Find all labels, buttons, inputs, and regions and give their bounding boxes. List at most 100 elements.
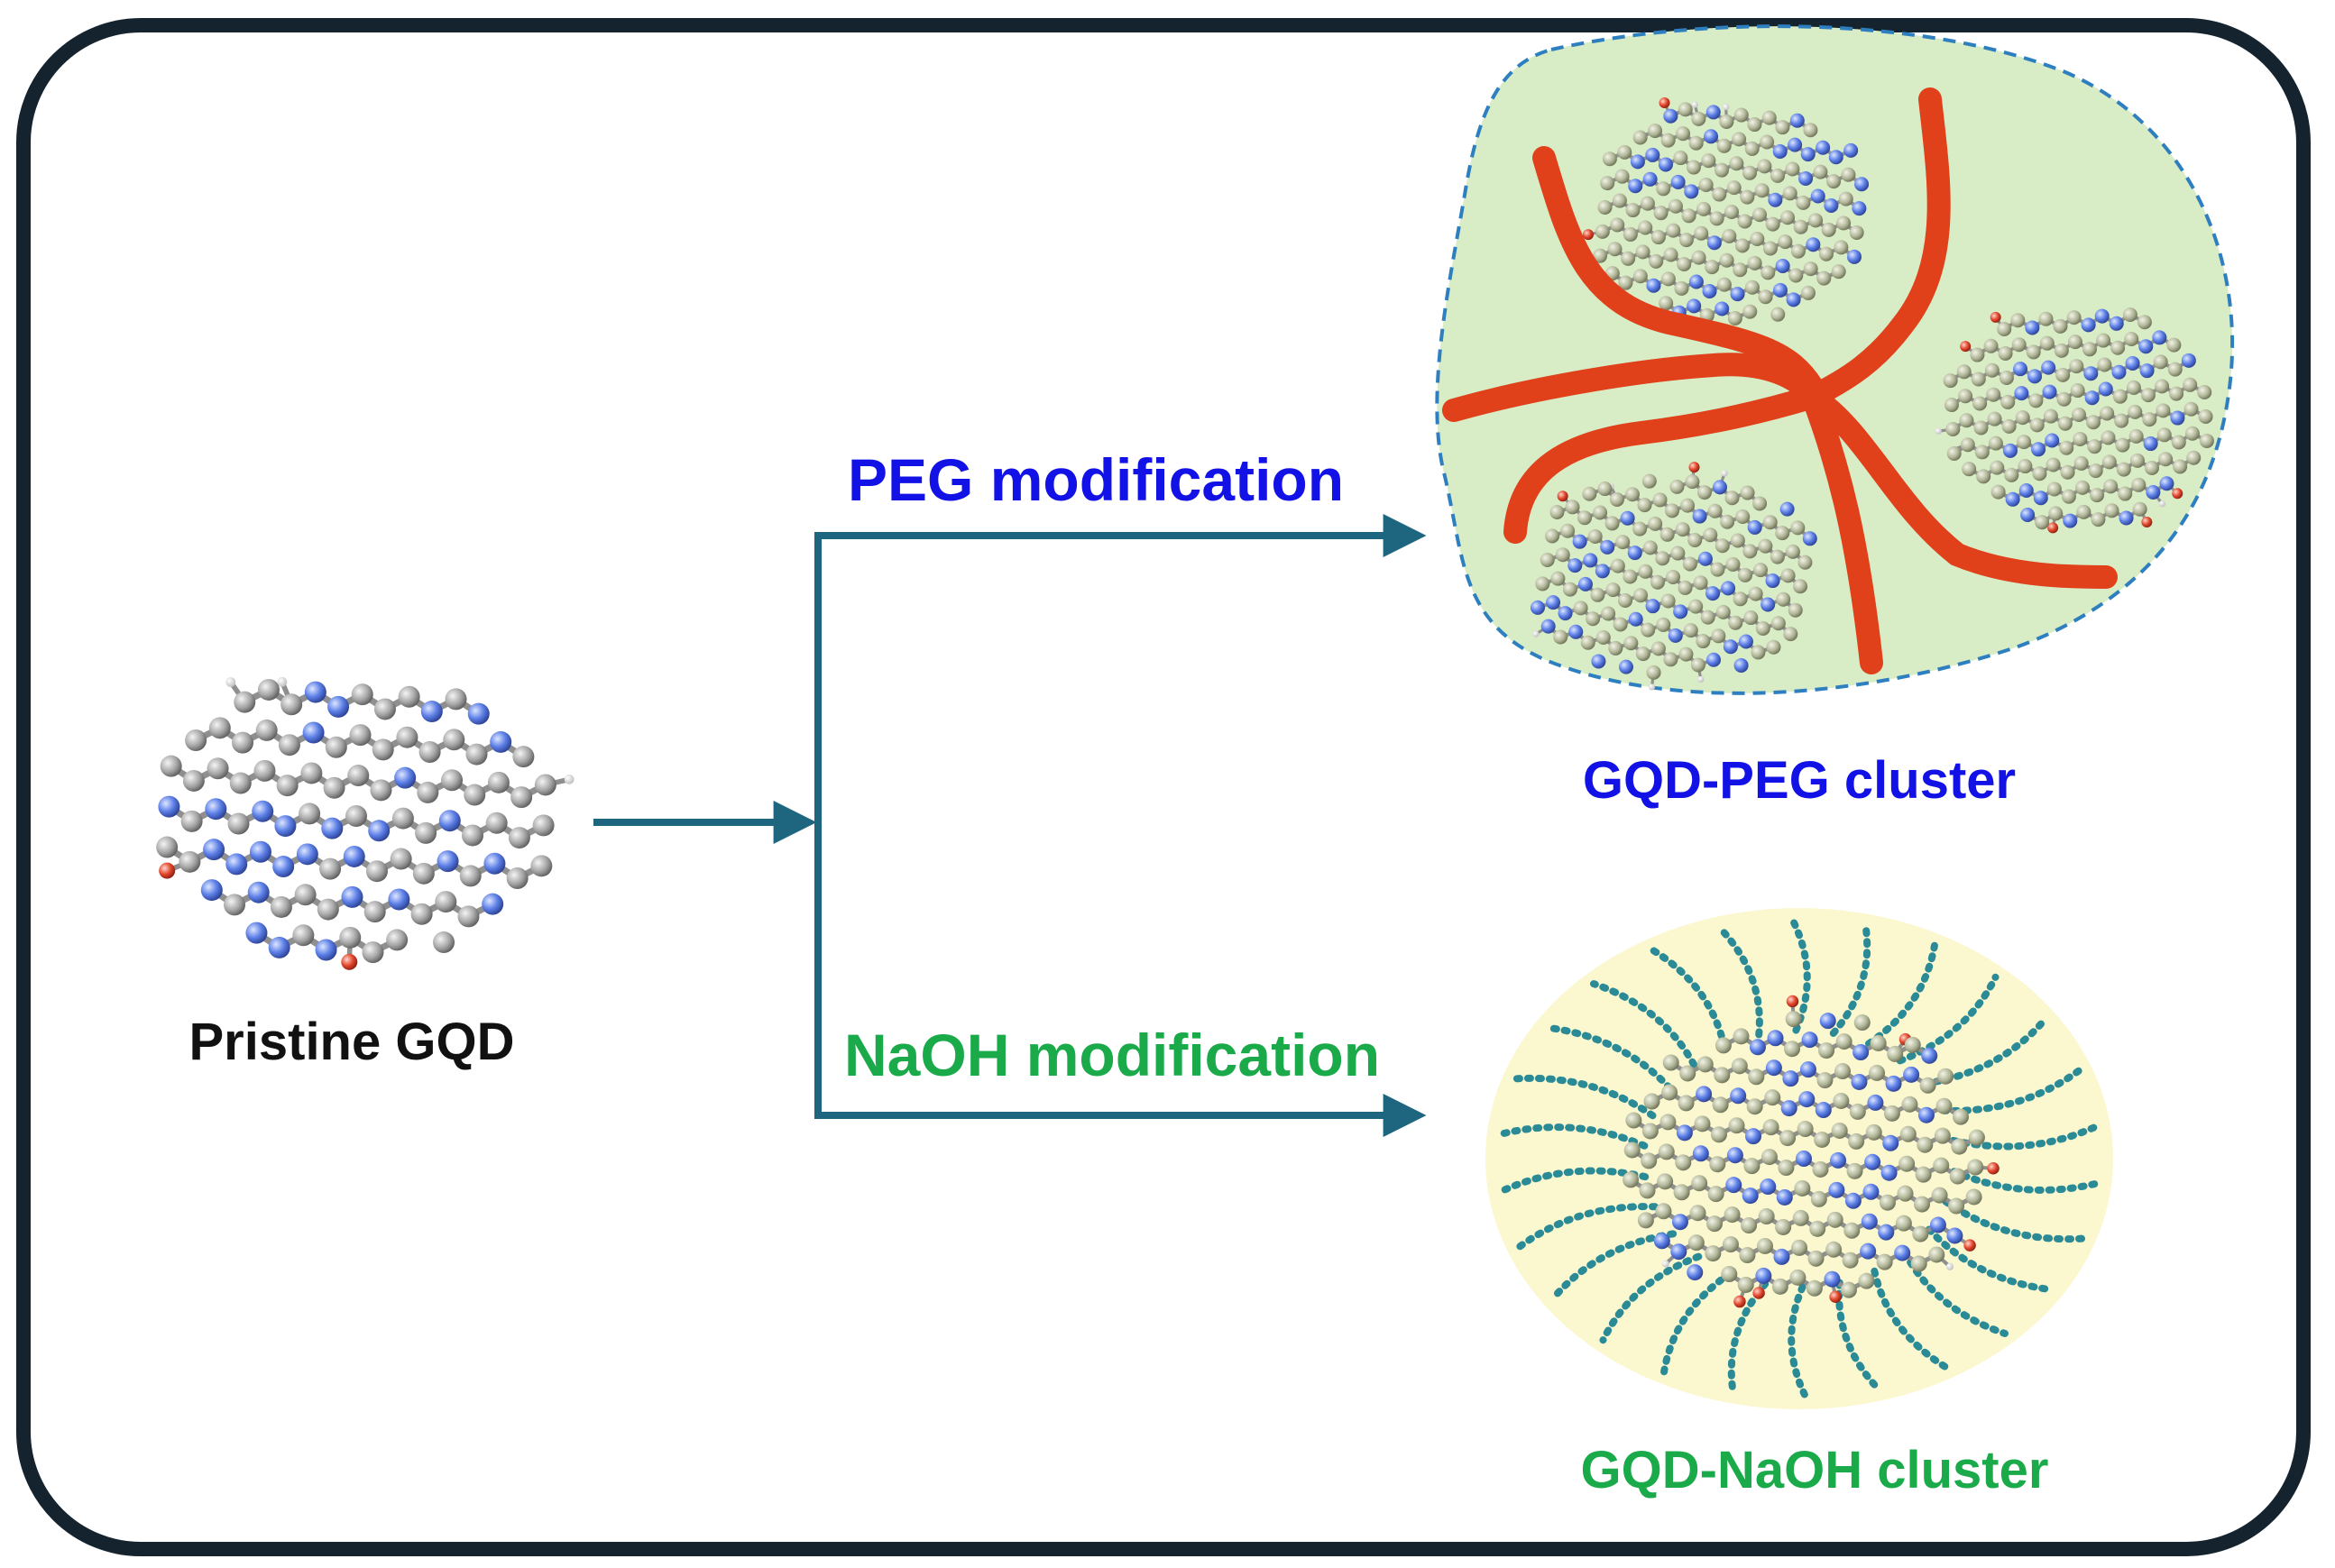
nitrogen-atom	[1828, 1181, 1845, 1198]
carbon-atom	[1696, 485, 1712, 500]
carbon-atom	[1721, 1266, 1738, 1283]
carbon-atom	[415, 821, 437, 844]
nitrogen-atom	[1749, 1039, 1766, 1056]
carbon-atom	[276, 775, 299, 797]
carbon-atom	[1800, 285, 1816, 300]
carbon-atom	[1791, 1239, 1808, 1256]
carbon-atom	[1609, 491, 1624, 507]
carbon-atom	[1757, 159, 1772, 174]
carbon-atom	[2035, 515, 2050, 530]
hydrogen-atom	[1935, 427, 1942, 435]
nitrogen-atom	[2013, 362, 2028, 377]
carbon-atom	[2116, 462, 2131, 477]
naoh-chain	[1950, 1168, 2105, 1194]
carbon-atom	[2043, 408, 2058, 424]
carbon-atom	[1965, 1188, 1982, 1206]
carbon-atom	[2169, 386, 2184, 401]
carbon-atom	[317, 898, 339, 921]
nitrogen-atom	[1798, 171, 1814, 187]
carbon-atom	[1812, 1160, 1829, 1178]
carbon-atom	[2173, 459, 2188, 474]
nitrogen-atom	[2143, 436, 2158, 452]
carbon-atom	[294, 884, 317, 906]
carbon-atom	[1883, 1105, 1900, 1122]
carbon-atom	[2038, 311, 2054, 326]
naoh-chain	[1896, 973, 1999, 1065]
carbon-atom	[2128, 428, 2144, 444]
carbon-atom	[349, 724, 372, 747]
nitrogen-atom	[1768, 192, 1783, 207]
carbon-atom	[1803, 261, 1818, 277]
nitrogen-atom	[245, 922, 268, 944]
carbon-atom	[1703, 527, 1718, 543]
nitrogen-atom	[1546, 595, 1561, 610]
nitrogen-atom	[1696, 1086, 1713, 1103]
carbon-atom	[1711, 628, 1726, 644]
nitrogen-atom	[1760, 597, 1776, 612]
carbon-atom	[1775, 526, 1790, 541]
carbon-atom	[2110, 340, 2126, 355]
carbon-atom	[1750, 231, 1765, 246]
carbon-atom	[1610, 558, 1625, 573]
nitrogen-atom	[1692, 509, 1707, 524]
carbon-atom	[1590, 587, 1605, 602]
carbon-atom	[1809, 1220, 1826, 1237]
carbon-atom	[1915, 1166, 1932, 1183]
carbon-atom	[1635, 244, 1650, 260]
carbon-atom	[2129, 453, 2145, 468]
carbon-atom	[1687, 532, 1703, 547]
carbon-atom	[1660, 133, 1676, 148]
pristine-gqd-label: Pristine GQD	[189, 1013, 515, 1071]
carbon-atom	[1724, 1206, 1741, 1224]
nitrogen-atom	[1558, 606, 1573, 621]
nitrogen-atom	[1620, 510, 1635, 526]
carbon-atom	[1770, 307, 1786, 322]
carbon-atom	[1790, 520, 1806, 536]
nitrogen-atom	[1646, 278, 1661, 293]
carbon-atom	[1937, 1068, 1954, 1085]
carbon-atom	[1595, 629, 1611, 645]
carbon-atom	[1687, 1234, 1705, 1252]
nitrogen-atom	[1885, 1075, 1902, 1092]
carbon-atom	[534, 774, 556, 796]
carbon-atom	[1935, 1097, 1953, 1114]
carbon-atom	[1638, 564, 1653, 579]
carbon-atom	[1986, 387, 2001, 402]
carbon-atom	[1724, 205, 1739, 219]
carbon-atom	[1752, 496, 1768, 511]
carbon-atom	[1673, 151, 1688, 166]
carbon-atom	[2122, 307, 2137, 323]
nitrogen-atom	[1780, 1100, 1797, 1117]
nitrogen-atom	[1627, 546, 1642, 561]
carbon-atom	[435, 891, 457, 913]
carbon-atom	[1853, 1014, 1871, 1032]
nitrogen-atom	[2146, 484, 2161, 500]
naoh-modification-label: NaOH modification	[844, 1022, 1380, 1088]
carbon-atom	[1959, 413, 1974, 428]
hydrogen-atom	[1691, 101, 1698, 108]
carbon-atom	[1831, 1122, 1848, 1139]
nitrogen-atom	[1595, 564, 1610, 579]
carbon-atom	[1748, 1068, 1765, 1086]
carbon-atom	[1849, 1103, 1866, 1120]
nitrogen-atom	[1786, 292, 1801, 307]
carbon-atom	[1831, 264, 1846, 280]
carbon-atom	[1618, 275, 1633, 290]
nitrogen-atom	[1801, 1032, 1818, 1049]
carbon-atom	[1656, 617, 1671, 632]
carbon-atom	[1912, 1225, 1929, 1242]
carbon-atom	[1783, 627, 1798, 642]
carbon-atom	[1618, 592, 1633, 608]
carbon-atom	[1577, 510, 1592, 526]
carbon-atom	[1953, 1108, 1970, 1125]
nitrogen-atom	[490, 730, 512, 753]
carbon-atom	[2000, 394, 2016, 409]
carbon-atom	[1649, 253, 1664, 269]
carbon-atom	[1771, 1278, 1788, 1295]
carbon-atom	[1677, 257, 1692, 272]
peg-cluster-blob	[1435, 24, 2235, 695]
carbon-atom	[270, 895, 292, 918]
carbon-atom	[461, 824, 483, 847]
nitrogen-atom	[2027, 369, 2043, 384]
nitrogen-atom	[2138, 339, 2154, 354]
